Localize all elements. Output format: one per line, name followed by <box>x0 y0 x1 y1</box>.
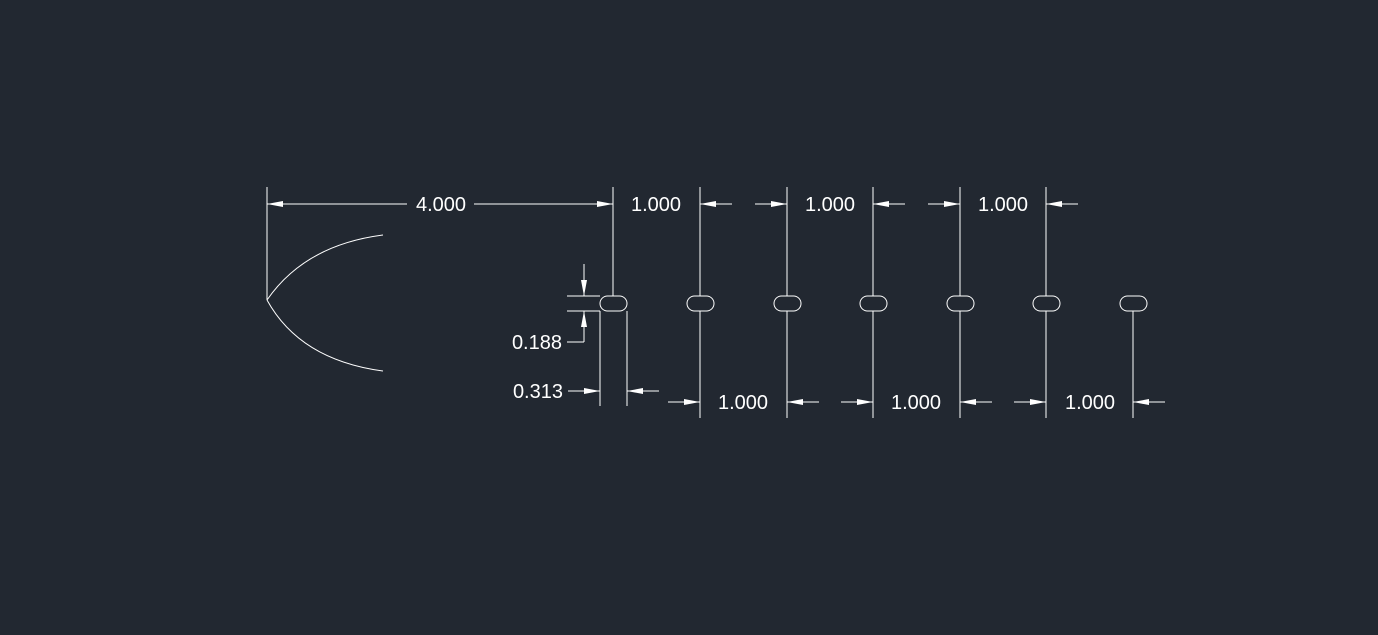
dimension-bottom-pitch-1: 1.000 <box>668 311 819 418</box>
dimension-top-pitch-3-text: 1.000 <box>978 194 1028 216</box>
profile-curve-upper <box>266 234 384 301</box>
dimension-top-pitch-1-text: 1.000 <box>631 194 681 216</box>
dimension-overall-text: 4.000 <box>416 194 466 216</box>
slot-2 <box>686 295 715 312</box>
dimension-slot-length: 0.313 <box>513 311 659 406</box>
slot-3 <box>773 295 802 312</box>
dimension-slot-width: 0.188 <box>512 264 600 354</box>
slot-6 <box>1032 295 1061 312</box>
slot-7 <box>1119 295 1148 312</box>
dimension-bottom-pitch-1-text: 1.000 <box>718 392 768 414</box>
dimension-overall: 4.000 <box>266 187 614 300</box>
dimension-bottom-pitch-3-text: 1.000 <box>1065 392 1115 414</box>
slot-4 <box>859 295 888 312</box>
profile-curve-lower <box>266 299 384 372</box>
dimension-bottom-pitch-2: 1.000 <box>841 311 992 418</box>
dimension-top-pitch-2-text: 1.000 <box>805 194 855 216</box>
slot-5 <box>946 295 975 312</box>
dimension-top-pitch-1: 1.000 <box>631 187 732 296</box>
dimension-slot-length-text: 0.313 <box>513 381 563 403</box>
dimension-bottom-pitch-2-text: 1.000 <box>891 392 941 414</box>
dimension-top-pitch-2: 1.000 <box>755 187 905 296</box>
slot-1 <box>599 295 628 312</box>
dimension-slot-width-text: 0.188 <box>512 332 562 354</box>
dimension-top-pitch-3: 1.000 <box>928 187 1078 296</box>
dimension-bottom-pitch-3: 1.000 <box>1014 311 1165 418</box>
